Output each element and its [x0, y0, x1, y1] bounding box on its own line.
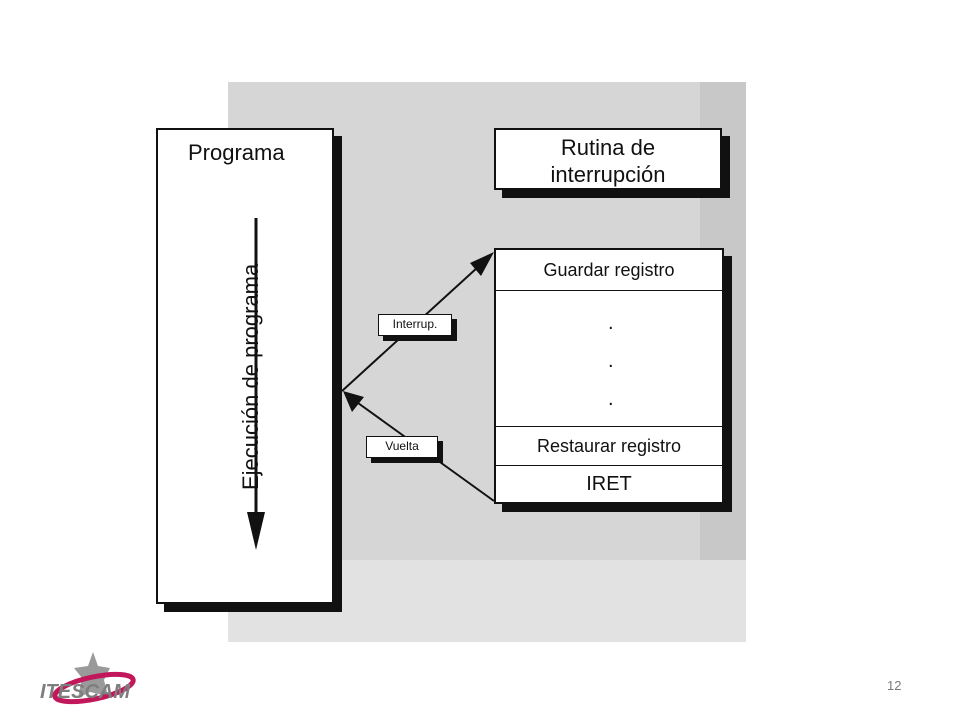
routine-title-line2: interrupción: [550, 162, 666, 187]
itescam-logo: ITESCAM: [40, 652, 136, 705]
svg-text:ITESCAM: ITESCAM: [40, 681, 131, 703]
iret-row: IRET: [496, 464, 722, 504]
page-number: 12: [887, 678, 902, 693]
save-register-row: Guardar registro: [496, 250, 722, 291]
return-tag: Vuelta: [366, 436, 438, 458]
program-box: Programa: [156, 128, 334, 604]
interrupt-tag-label: Interrup.: [392, 317, 438, 331]
return-tag-label: Vuelta: [385, 439, 419, 453]
iret-label: IRET: [586, 473, 632, 495]
interrupt-tag: Interrup.: [378, 314, 452, 336]
routine-title-box: Rutina de interrupción: [494, 128, 722, 190]
ellipsis-dot-3: .: [608, 388, 614, 410]
save-register-label: Guardar registro: [543, 260, 675, 280]
routine-title: Rutina de interrupción: [496, 134, 720, 188]
routine-body-box: Guardar registro . . . Restaurar registr…: [494, 248, 724, 504]
restore-register-row: Restaurar registro: [496, 426, 722, 466]
restore-register-label: Restaurar registro: [536, 436, 682, 456]
ellipsis-dot-1: .: [608, 312, 614, 334]
execution-label: Ejecución de programa: [238, 263, 263, 490]
program-title: Programa: [188, 140, 285, 165]
ellipsis-dot-2: .: [608, 350, 614, 372]
routine-title-line1: Rutina de: [560, 135, 656, 160]
